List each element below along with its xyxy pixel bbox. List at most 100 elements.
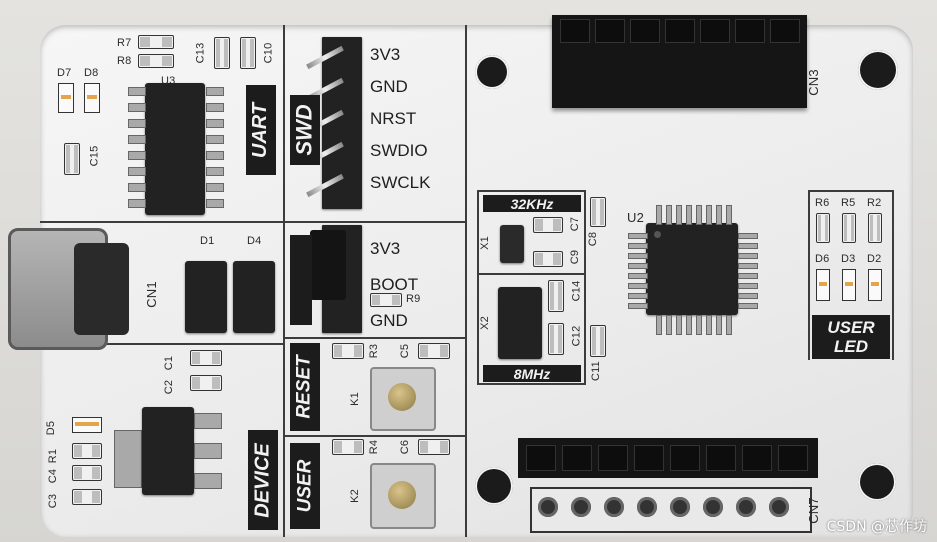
mcu-pin [706,315,712,335]
label-swd: SWD [290,95,320,165]
resistor-r1 [72,443,102,459]
mcu-pin [716,205,722,225]
ref-r6: R6 [815,197,830,209]
mount-hole-top-right [858,50,898,90]
diode-d4 [233,261,275,333]
mount-hole-bottom-right [858,463,896,501]
resistor-r7 [138,35,174,49]
boot-pin-label: GND [370,311,408,330]
mcu-pin [738,233,758,239]
mount-hole-top-left [475,55,509,89]
ref-d2: D2 [867,253,882,265]
regulator-pin [194,473,222,489]
chip-pin [128,103,146,112]
socket-slot [770,19,800,43]
ref-c10: C10 [262,42,275,64]
socket-slot [562,445,592,471]
ref-c15: C15 [88,145,101,167]
ref-r9: R9 [406,293,421,305]
ref-r1: R1 [47,448,60,464]
mcu-pin [706,205,712,225]
mcu-pin [666,205,672,225]
mcu-pin [726,315,732,335]
usb-c-port [74,243,129,335]
mcu-pin [686,315,692,335]
resistor-r2 [868,213,882,243]
capacitor-c11 [590,325,606,357]
pcb-board: R7 R8 C13 C10 D7 D8 C15 U3 UART CN1 D1 D… [8,15,913,537]
capacitor-c10 [240,37,256,69]
mcu-pin1-dot [654,231,661,238]
mcu-pin [696,315,702,335]
divider [283,337,465,339]
ref-r8: R8 [117,55,132,67]
led-d5 [72,417,102,433]
chip-pin [206,183,224,192]
chip-pin [206,199,224,208]
swd-pin-label: NRST [370,109,417,128]
led-d3 [842,269,856,301]
header-hole [769,497,789,517]
led-box [808,190,810,360]
capacitor-c3 [72,489,102,505]
socket-slot [560,19,590,43]
divider [40,343,283,345]
mcu-pin [738,303,758,309]
ref-d6: D6 [815,253,830,265]
ref-u2: U2 [627,210,645,225]
socket-slot [634,445,664,471]
crystal-x1 [500,225,524,263]
chip-pin [128,87,146,96]
ref-c7: C7 [569,216,582,232]
boot-tag [290,235,312,325]
chip-pin [128,199,146,208]
capacitor-c9 [533,251,563,267]
mcu-pin [676,205,682,225]
socket-slot [742,445,772,471]
boot-jumper [310,230,346,300]
divider [283,25,285,537]
header-hole [736,497,756,517]
label-reset: RESET [290,343,320,431]
crystal-box [477,383,585,385]
mcu-pin [628,233,648,239]
capacitor-c14 [548,280,564,312]
ref-r7: R7 [117,37,132,49]
ref-c2: C2 [163,379,176,395]
header-hole [670,497,690,517]
capacitor-c4 [72,465,102,481]
resistor-r3 [332,343,364,359]
header-hole [604,497,624,517]
reset-button-cap[interactable] [388,383,416,411]
mcu-pin [676,315,682,335]
ref-c5: C5 [399,343,412,359]
ref-cn1: CN1 [143,281,159,308]
socket-slot [700,19,730,43]
ref-k2: K2 [348,489,361,503]
crystal-box [477,273,585,275]
capacitor-c2 [190,375,222,391]
label-device: DEVICE [248,430,278,530]
ref-d8: D8 [84,67,99,79]
socket-slot [778,445,808,471]
mcu-pin [738,283,758,289]
chip-pin [128,167,146,176]
label-user-led: USER LED [812,315,890,359]
capacitor-c13 [214,37,230,69]
capacitor-c8 [590,197,606,227]
header-hole [703,497,723,517]
mcu-pin [738,253,758,259]
mcu-pin [628,303,648,309]
led-box [892,190,894,360]
chip-pin [128,151,146,160]
mcu-pin [686,205,692,225]
mcu-pin [738,243,758,249]
ref-cn7: CN7 [805,497,821,524]
socket-slot [735,19,765,43]
mcu-u2 [646,223,738,315]
label-user: USER [290,443,320,529]
ref-r2: R2 [867,197,882,209]
user-button-cap[interactable] [388,481,416,509]
resistor-r5 [842,213,856,243]
